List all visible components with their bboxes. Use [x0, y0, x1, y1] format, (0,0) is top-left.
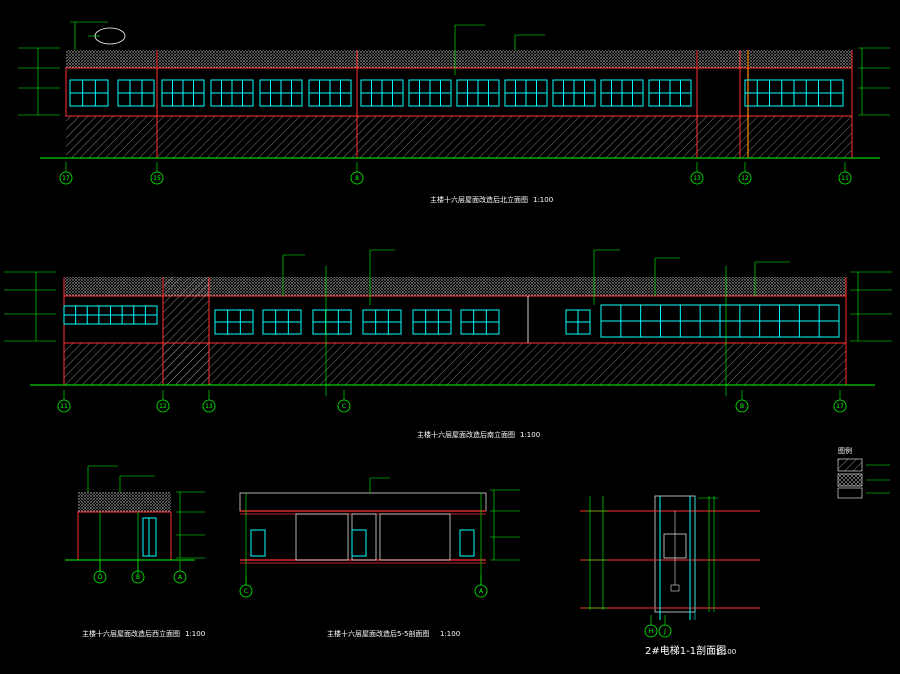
- window: [600, 79, 644, 107]
- window: [63, 305, 158, 325]
- axis-label: B: [740, 403, 744, 410]
- window: [504, 79, 548, 107]
- axis-bubble: C: [337, 390, 351, 413]
- sec-title: 主楼十六层屋面改造后5-5剖面图: [327, 629, 429, 638]
- elev2-title: 主楼十六层屋面改造后南立面图: [417, 430, 515, 439]
- sec-scale: 1:100: [440, 630, 460, 638]
- axis-bubble: 11: [838, 162, 852, 185]
- axis-label: B: [136, 574, 140, 581]
- axis-bubble: B: [131, 561, 145, 584]
- window: [161, 79, 205, 107]
- window: [308, 79, 352, 107]
- axis-bubble: H: [644, 615, 658, 638]
- axis-label: 15: [153, 175, 161, 182]
- lift-section: H J 2#电梯1-1剖面图 1:100: [580, 495, 760, 657]
- axis-bubble: 8: [350, 162, 364, 185]
- axis-label: C: [342, 403, 346, 410]
- window: [456, 79, 500, 107]
- axis-label: 8: [355, 175, 359, 182]
- axis-label: 13: [693, 175, 701, 182]
- axis-label: 11: [841, 175, 849, 182]
- window: [360, 79, 404, 107]
- elev3-scale: 1:100: [185, 630, 205, 638]
- elevation-north: 17 15 8 13 12 11 主楼十六层屋面改造后北立面图 1:100: [18, 21, 890, 204]
- window: [214, 309, 254, 335]
- legend-swatch-hatch: [837, 458, 863, 472]
- axis-bubble: 11: [57, 390, 71, 413]
- window: [600, 304, 840, 338]
- window: [259, 79, 303, 107]
- axis-label: 11: [60, 403, 68, 410]
- axis-bubble: D: [93, 561, 107, 584]
- lift-scale: 1:100: [716, 648, 736, 656]
- elevation-south: 11 12 13 C B 17 主楼十六层屋面改造后南立面图 1:100: [4, 249, 892, 439]
- window: [210, 79, 254, 107]
- axis-bubble: 13: [690, 162, 704, 185]
- upper-wall: [65, 67, 853, 117]
- axis-bubble: 15: [150, 162, 164, 185]
- elev2-scale: 1:100: [520, 431, 540, 439]
- axis-bubble: 12: [156, 390, 170, 413]
- section-5-5: C A 主楼十六层屋面改造后5-5剖面图 1:100: [239, 477, 520, 638]
- legend: 图例: [837, 446, 890, 499]
- window: [362, 309, 402, 335]
- axis-label: A: [178, 574, 183, 581]
- window: [648, 79, 692, 107]
- window: [69, 79, 109, 107]
- axis-label: J: [663, 628, 666, 635]
- axis-bubble: 17: [59, 162, 73, 185]
- axis-label: 13: [205, 403, 213, 410]
- axis-label: C: [244, 588, 248, 595]
- axis-bubble: A: [474, 575, 488, 598]
- legend-swatch-dots: [837, 473, 863, 487]
- axis-bubble: C: [239, 575, 253, 598]
- axis-bubble: A: [173, 561, 187, 584]
- window: [460, 309, 500, 335]
- window: [565, 309, 591, 335]
- window: [412, 309, 452, 335]
- axis-label: A: [479, 588, 484, 595]
- axis-bubble: J: [658, 615, 672, 638]
- window: [262, 309, 302, 335]
- elev1-scale: 1:100: [533, 196, 553, 204]
- window: [312, 309, 352, 335]
- roof-band: [66, 50, 852, 68]
- window: [552, 79, 596, 107]
- axis-bubble: B: [735, 390, 749, 413]
- axis-bubble: 17: [833, 390, 847, 413]
- axis-label: 17: [836, 403, 844, 410]
- axis-bubble: 12: [738, 162, 752, 185]
- elev1-title: 主楼十六层屋面改造后北立面图: [430, 195, 528, 204]
- axis-label: 12: [159, 403, 167, 410]
- axis-label: 17: [62, 175, 70, 182]
- axis-label: H: [649, 628, 654, 635]
- axis-label: 12: [741, 175, 749, 182]
- legend-title: 图例: [838, 446, 852, 455]
- legend-swatch-blank: [837, 487, 863, 499]
- base-hatch: [66, 116, 852, 158]
- axis-label: D: [98, 574, 103, 581]
- window: [744, 79, 844, 107]
- elev3-title: 主楼十六层屋面改造后西立面图: [82, 629, 180, 638]
- axis-bubble: 13: [202, 390, 216, 413]
- elevation-west: D B A 主楼十六层屋面改造后西立面图 1:100: [65, 465, 205, 638]
- window: [408, 79, 452, 107]
- lift-title: 2#电梯1-1剖面图: [645, 644, 726, 657]
- window: [117, 79, 155, 107]
- roof-band: [64, 277, 846, 296]
